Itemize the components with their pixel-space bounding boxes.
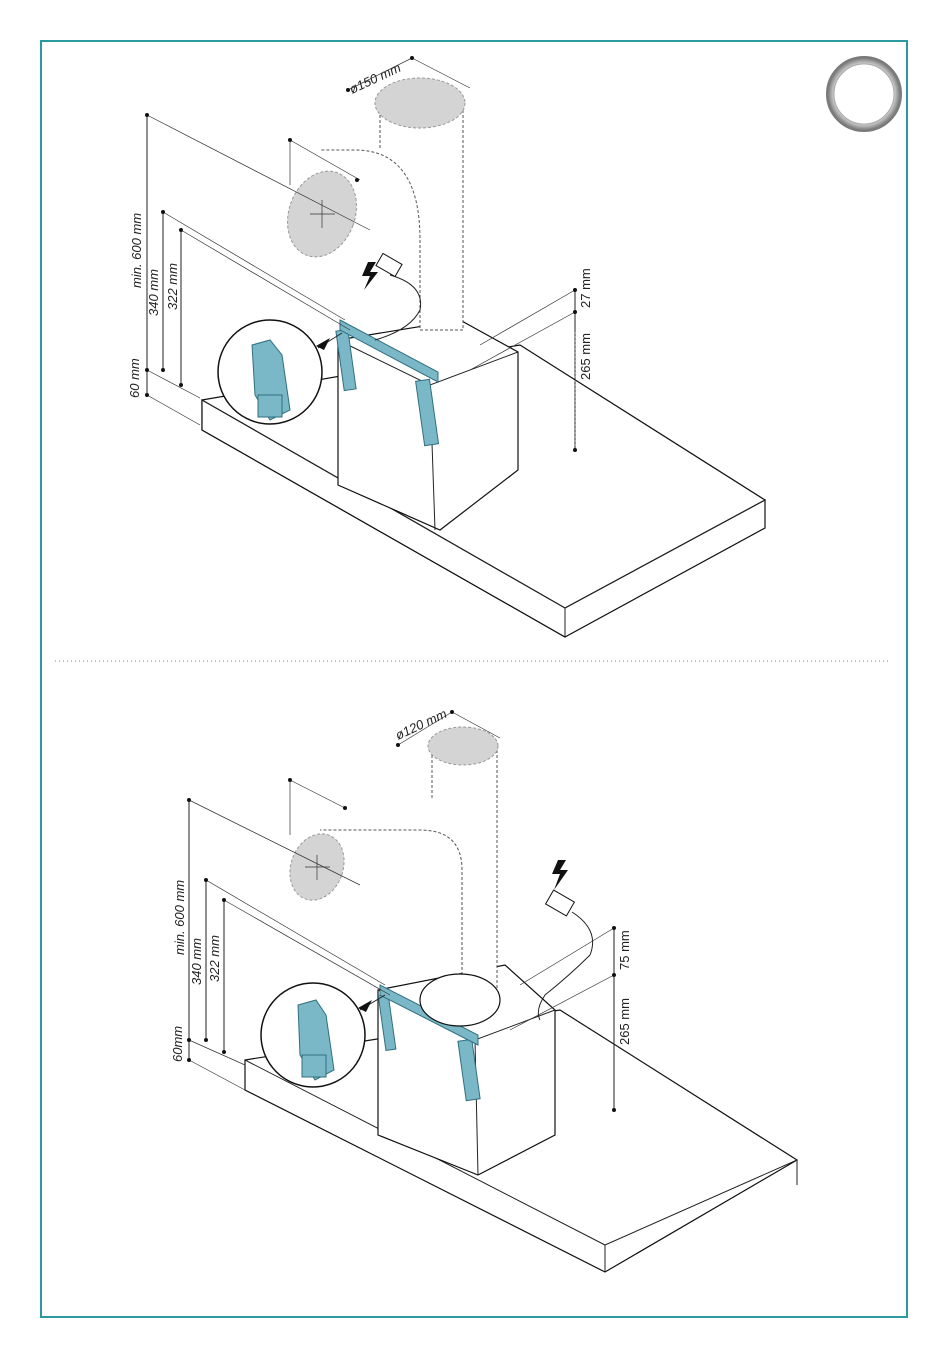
dim-265-bottom: 265 mm (617, 998, 632, 1045)
electric-bolt-icon (552, 860, 568, 890)
dim-min600-top: min. 600 mm (129, 213, 144, 288)
dim-27-top: 27 mm (578, 268, 593, 308)
dim-340-bottom: 340 mm (189, 938, 204, 985)
dim-75-bottom: 75 mm (617, 930, 632, 970)
electric-bolt-icon (362, 262, 378, 290)
dim-322-bottom: 322 mm (207, 935, 222, 982)
dim-340-top: 340 mm (146, 269, 161, 316)
dim-60-top: 60 mm (127, 358, 142, 398)
duct-outlet-bottom (428, 727, 498, 765)
top-diagram: ø150 mm min. 600 mm 340 mm 322 mm 60 mm … (127, 56, 765, 637)
power-cord-top (362, 253, 421, 340)
duct-outlet-top (375, 78, 465, 128)
grey-circle-badge-icon (827, 57, 901, 131)
dim-265-top: 265 mm (578, 333, 593, 380)
duct-pipe-top (276, 78, 465, 330)
dim-min600-bottom: min. 600 mm (172, 880, 187, 955)
power-cord-bottom (538, 860, 592, 1020)
dim-60-bottom: 60mm (170, 1026, 185, 1062)
bottom-diagram: ø120 mm min. 600 mm 340 mm 322 mm 60mm 7… (170, 706, 797, 1272)
duct-pipe-bottom (281, 727, 500, 1026)
dim-322-top: 322 mm (165, 263, 180, 310)
